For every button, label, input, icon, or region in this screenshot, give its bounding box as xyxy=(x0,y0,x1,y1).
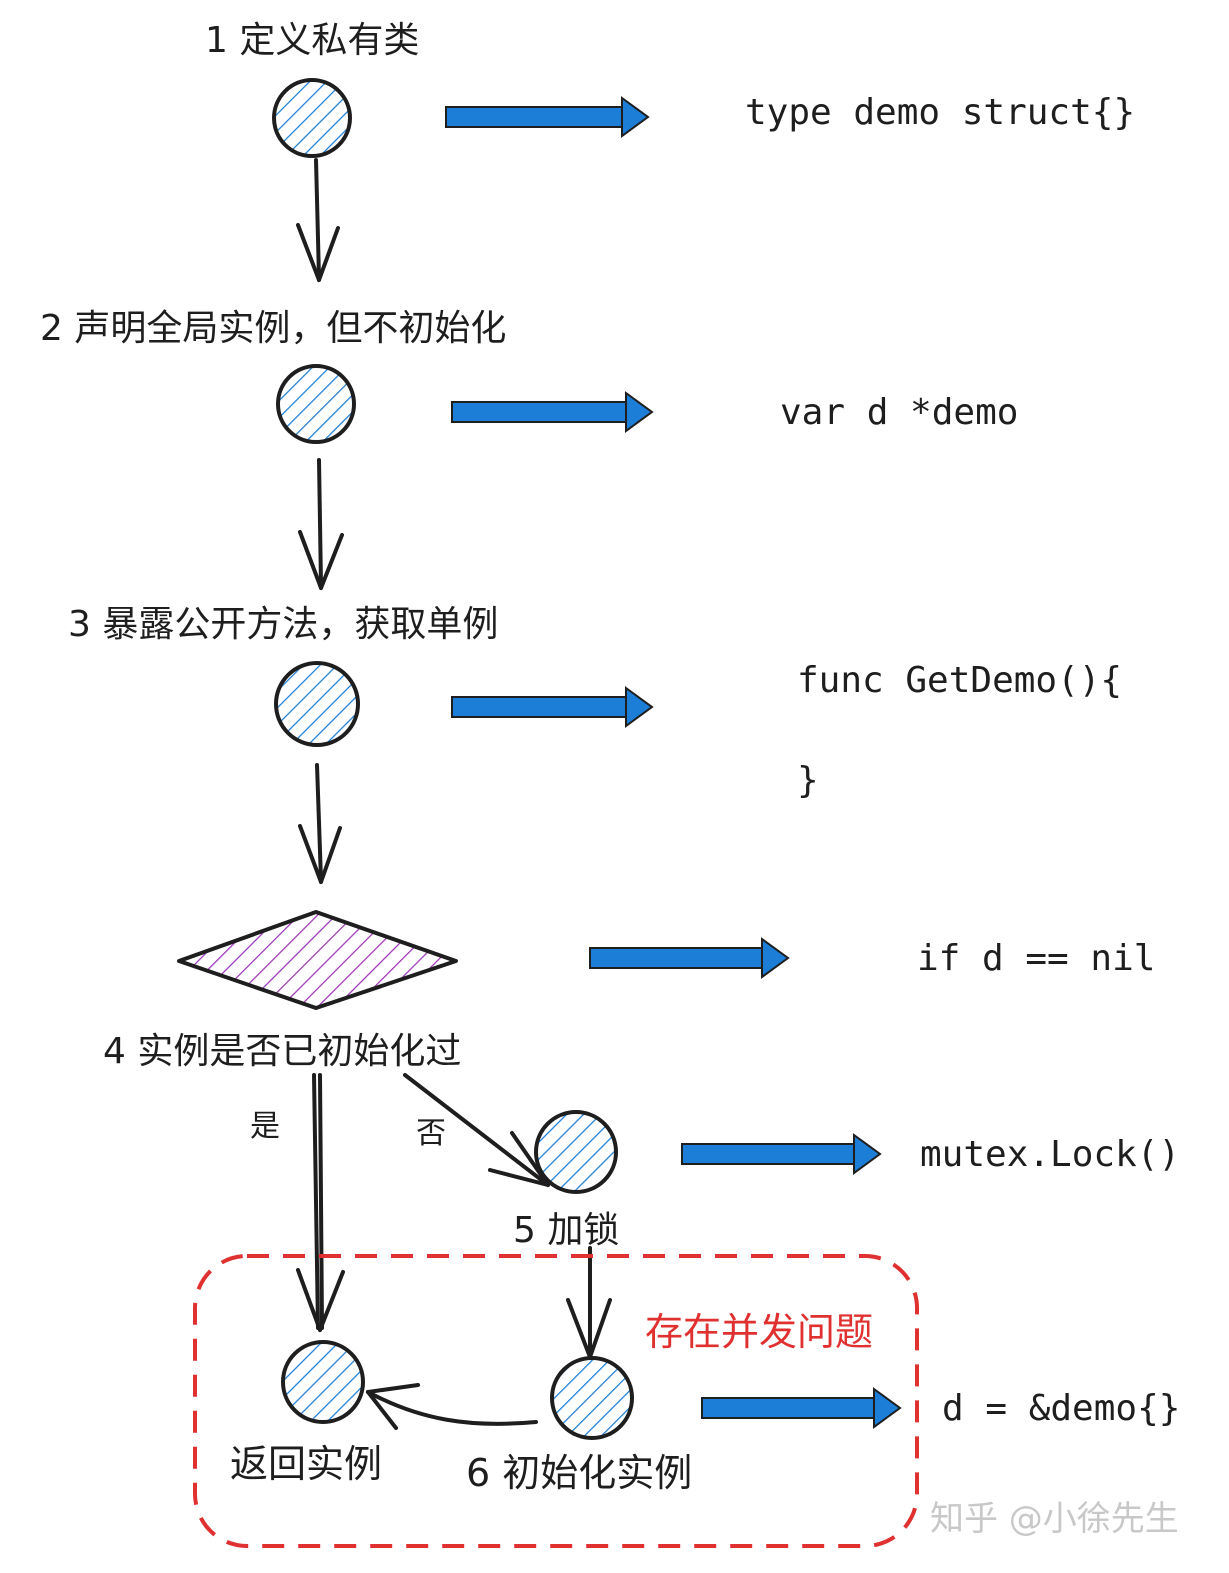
step-2-label: 2 声明全局实例，但不初始化 xyxy=(40,308,506,349)
branch-yes-label: 是 xyxy=(250,1109,280,1144)
step-5-label: 5 加锁 xyxy=(513,1210,619,1251)
code-type-demo: type demo struct{} xyxy=(745,92,1135,133)
step-5-node xyxy=(534,1110,618,1194)
arrow-5-to-code xyxy=(681,1133,882,1175)
watermark: 知乎 @小徐先生 xyxy=(930,1499,1179,1539)
concurrency-issue-region xyxy=(193,1254,919,1548)
step-3-label: 3 暴露公开方法，获取单例 xyxy=(68,604,498,645)
concurrency-warning-label: 存在并发问题 xyxy=(645,1310,873,1354)
branch-no-label: 否 xyxy=(416,1116,446,1151)
arrow-1-to-2 xyxy=(296,158,340,282)
code-assign-demo: d = &demo{} xyxy=(942,1388,1180,1429)
code-func-close-brace: } xyxy=(797,760,819,801)
arrow-3-to-4 xyxy=(298,763,342,884)
step-6-node xyxy=(550,1356,634,1440)
step-1-label: 1 定义私有类 xyxy=(205,20,419,61)
step-1-node xyxy=(272,78,352,158)
step-3-node xyxy=(274,661,360,747)
arrow-4-to-code xyxy=(589,937,790,979)
code-if-nil: if d == nil xyxy=(917,938,1155,979)
return-node xyxy=(281,1340,365,1424)
arrow-1-to-code xyxy=(445,96,650,138)
arrow-yes-to-return xyxy=(296,1073,345,1332)
arrow-6-to-return xyxy=(366,1383,538,1430)
step-4-label: 4 实例是否已初始化过 xyxy=(103,1031,461,1072)
return-label: 返回实例 xyxy=(230,1442,382,1486)
code-var-d: var d *demo xyxy=(780,392,1018,433)
step-2-node xyxy=(276,364,356,444)
arrow-6-to-code xyxy=(701,1387,902,1429)
code-mutex-lock: mutex.Lock() xyxy=(920,1134,1180,1175)
arrow-5-to-6 xyxy=(566,1246,612,1359)
code-func-getdemo: func GetDemo(){ xyxy=(797,660,1122,701)
arrow-2-to-code xyxy=(451,391,654,433)
step-6-label: 6 初始化实例 xyxy=(466,1451,692,1495)
arrow-2-to-3 xyxy=(298,458,344,590)
step-4-decision-node xyxy=(177,910,458,1010)
arrow-3-to-code xyxy=(451,686,654,728)
